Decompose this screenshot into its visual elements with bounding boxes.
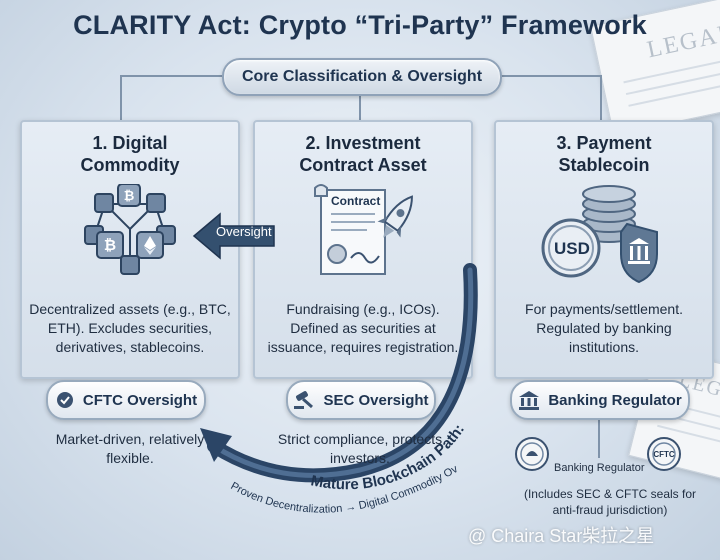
oversight-label: Oversight (216, 224, 272, 239)
sec-oversight-badge: SEC Oversight (286, 380, 436, 420)
connector-line (120, 75, 122, 120)
digital-commodity-panel: 1. Digital Commodity ₿ ₿ Decentral (20, 120, 240, 379)
watermark: @ Chaira Star柴拉之星 (468, 526, 655, 546)
connector-line (598, 418, 600, 458)
connector-line (498, 75, 600, 77)
badge-label: Banking Regulator (548, 391, 682, 409)
panel-description: Decentralized assets (e.g., BTC, ETH). E… (29, 301, 231, 355)
cftc-note: Market-driven, relatively flexible. (55, 431, 205, 466)
gear-check-icon (56, 392, 73, 408)
sec-note: Strict compliance, protects investors. (277, 431, 443, 466)
oversight-arrow-icon (192, 212, 275, 260)
cftc-seal-icon: CFTC (647, 437, 681, 471)
sec-seal-icon (515, 437, 549, 471)
core-classification-pill: Core Classification & Oversight (222, 58, 502, 96)
panel-title: 1. Digital Commodity (80, 133, 180, 175)
usd-coins-shield-icon: USD (539, 184, 669, 289)
contract-rocket-icon: Contract (293, 182, 433, 287)
cftc-oversight-badge: CFTC Oversight (46, 380, 206, 420)
svg-text:₿: ₿ (104, 236, 116, 254)
gavel-icon (294, 391, 314, 409)
panel-title: 2. Investment Contract Asset (299, 133, 427, 175)
connector-line (600, 75, 602, 120)
seal-note: (Includes SEC & CFTC seals for anti-frau… (523, 487, 697, 517)
connector-line (120, 75, 222, 77)
crypto-cube-icon: ₿ ₿ (75, 183, 185, 289)
investment-contract-panel: 2. Investment Contract Asset Contract Fu… (253, 120, 473, 379)
panel-title: 3. Payment Stablecoin (556, 133, 652, 175)
bank-icon (519, 391, 540, 410)
panel-description: Fundraising (e.g., ICOs). Defined as sec… (267, 301, 459, 355)
banking-regulator-badge: Banking Regulator (510, 380, 690, 420)
svg-text:₿: ₿ (124, 189, 135, 204)
panel-description: For payments/settlement. Regulated by ba… (525, 301, 683, 355)
payment-stablecoin-panel: 3. Payment Stablecoin USD For payments/s… (494, 120, 714, 379)
badge-label: SEC Oversight (323, 391, 429, 409)
seal-caption: Banking Regulator (554, 462, 645, 474)
badge-label: CFTC Oversight (82, 391, 198, 409)
diagram-title: CLARITY Act: Crypto “Tri-Party” Framewor… (73, 10, 647, 40)
connector-line (359, 92, 361, 120)
contract-label: Contract (331, 194, 381, 208)
cftc-seal-text: CFTC (653, 450, 675, 459)
usd-coin-label: USD (554, 239, 590, 258)
